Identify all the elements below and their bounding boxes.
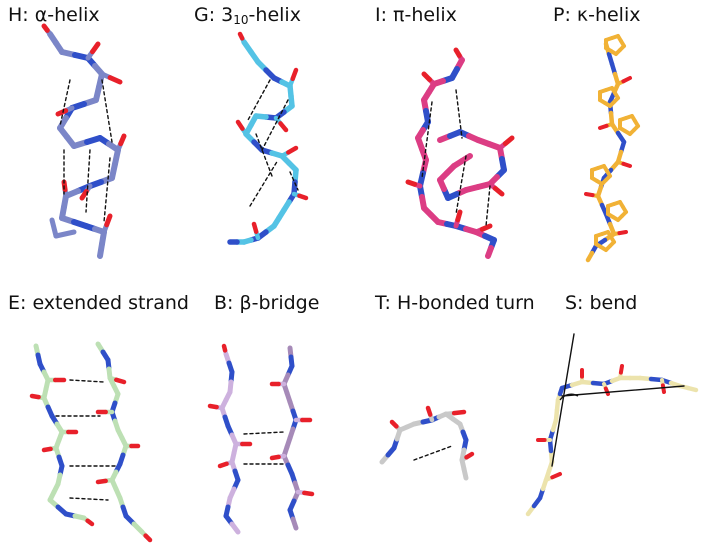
- panel-P-carbonyl-oxygen: [621, 76, 632, 84]
- panel-B-strand-right-bond: [290, 516, 299, 531]
- panel-G-hbond: [289, 171, 299, 191]
- panel-T-bond: [461, 466, 469, 481]
- panel-title-G: G: 310-helix: [194, 4, 301, 27]
- panel-H-hbond: [103, 157, 111, 223]
- panel-T-carbonyl-oxygen: [389, 419, 399, 429]
- panel-title-H: H: α-helix: [8, 4, 100, 26]
- panel-H-carbonyl-oxygen: [104, 213, 113, 228]
- panel-E-hbond: [69, 497, 109, 501]
- panel-H-carbonyl-oxygen: [79, 188, 89, 201]
- panel-I-hbond: [421, 101, 433, 179]
- panel-T-carbonyl-oxygen: [425, 405, 433, 417]
- panel-I-hbond: [485, 185, 491, 227]
- panel-E-carbonyl-oxygen: [95, 478, 108, 485]
- panel-I-carbonyl-oxygen: [453, 47, 462, 58]
- panel-G-carbonyl-oxygen: [235, 119, 245, 131]
- panel-T-carbonyl-oxygen: [451, 409, 467, 416]
- panel-I-carbonyl-oxygen: [455, 209, 463, 223]
- panel-I-carbonyl-oxygen: [492, 186, 505, 197]
- panel-title-I: I: π-helix: [375, 4, 457, 26]
- panel-E-carbonyl-oxygen: [143, 533, 153, 543]
- panel-S-bond: [685, 385, 699, 393]
- panel-S-carbonyl-oxygen: [550, 472, 562, 480]
- panel-I-carbonyl-oxygen: [421, 71, 432, 82]
- panel-H-hbond: [85, 149, 91, 213]
- panel-I-carbonyl-oxygen: [502, 135, 515, 146]
- panel-title-T: T: H-bonded turn: [375, 292, 535, 314]
- panel-H-carbonyl-oxygen: [118, 133, 127, 147]
- panel-T-carbonyl-oxygen: [464, 451, 475, 460]
- panel-S-carbonyl-oxygen: [618, 364, 624, 375]
- panel-B-carbonyl-oxygen: [221, 343, 228, 353]
- panel-I-hbond: [455, 155, 467, 215]
- panel-G-carbonyl-oxygen: [297, 193, 309, 201]
- panel-H-hbond: [59, 79, 71, 127]
- panel-S-bend-vector: [561, 385, 685, 397]
- panel-I-carbonyl-oxygen: [405, 179, 418, 187]
- panel-B-strand-left-bond: [229, 521, 241, 535]
- panel-T-hbond: [413, 445, 453, 461]
- panel-I-hbond: [455, 89, 463, 139]
- panel-H-bond: [49, 217, 59, 239]
- panel-H-carbonyl-oxygen: [41, 23, 50, 33]
- panel-G-carbonyl-oxygen: [237, 31, 245, 41]
- panel-G-hbond: [261, 99, 289, 151]
- panel-P-bond: [585, 250, 595, 263]
- panel-E-carbonyl-oxygen: [41, 446, 53, 453]
- panel-B-carbonyl-oxygen: [269, 454, 281, 461]
- panel-S-carbonyl-oxygen: [603, 386, 610, 396]
- panel-H-hbond: [101, 79, 113, 143]
- panel-B-carbonyl-oxygen: [217, 461, 229, 469]
- panel-S-carbonyl-oxygen: [660, 383, 666, 394]
- panel-E-carbonyl-oxygen: [29, 393, 41, 400]
- panel-H-bond: [97, 241, 105, 259]
- panel-G-hbond: [249, 159, 279, 207]
- panel-I-bond: [485, 245, 494, 259]
- panel-H-carbonyl-oxygen: [90, 41, 101, 55]
- panel-E-carbonyl-oxygen: [85, 518, 95, 527]
- panel-H-bond: [53, 229, 77, 239]
- panel-P-carbonyl-oxygen: [584, 192, 595, 198]
- panel-title-P: P: κ-helix: [553, 4, 641, 26]
- panel-S-bend-vector: [551, 333, 575, 467]
- panel-P-carbonyl-oxygen: [617, 230, 628, 236]
- panel-P-carbonyl-oxygen: [621, 161, 632, 168]
- panel-E-carbonyl-oxygen: [114, 377, 127, 385]
- panel-B-carbonyl-oxygen: [207, 403, 219, 410]
- panel-G-carbonyl-oxygen: [251, 221, 259, 234]
- panel-G-carbonyl-oxygen: [290, 67, 299, 82]
- panel-I-carbonyl-oxygen: [479, 223, 493, 232]
- panel-G-hbond: [255, 133, 273, 177]
- panel-G-carbonyl-oxygen: [278, 121, 289, 133]
- panel-title-S: S: bend: [565, 292, 638, 314]
- panel-E-hbond: [69, 379, 105, 383]
- panel-H-carbonyl-oxygen: [55, 108, 69, 117]
- panel-title-E: E: extended strand: [8, 292, 189, 314]
- panel-H-carbonyl-oxygen: [107, 75, 123, 85]
- panel-P-carbonyl-oxygen: [598, 123, 609, 130]
- panel-G-carbonyl-oxygen: [286, 145, 299, 155]
- panel-S-bend-angle-arc: [559, 393, 579, 401]
- panel-B-hbond: [243, 431, 285, 435]
- panel-title-B: B: β-bridge: [214, 292, 320, 314]
- panel-G-hbond: [247, 79, 271, 121]
- panel-B-carbonyl-oxygen: [302, 490, 315, 497]
